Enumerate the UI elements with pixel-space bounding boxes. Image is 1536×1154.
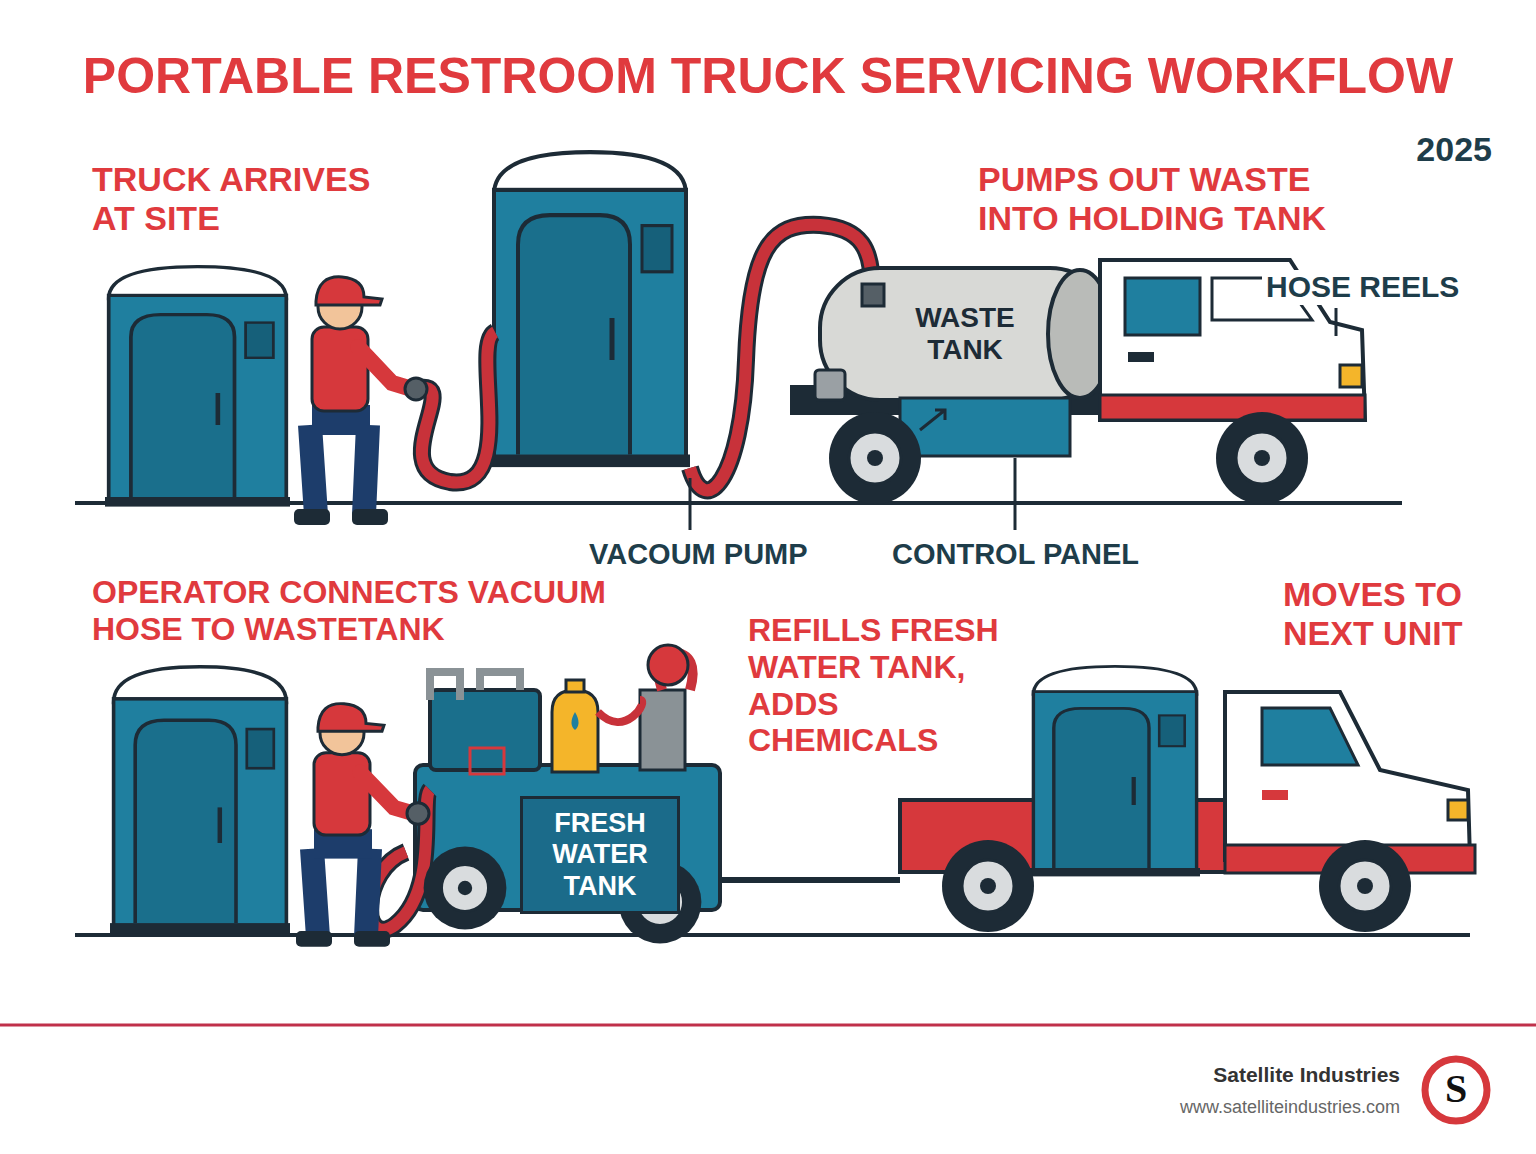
vacuum-truck (862, 284, 884, 306)
footer (0, 1025, 1536, 1121)
step-caption: MOVES TO NEXT UNIT (1283, 575, 1498, 653)
company-url: www.satelliteindustries.com (1050, 1097, 1400, 1118)
node-text: WASTE TANK (892, 302, 1038, 366)
part-label: CONTROL PANEL (888, 538, 1143, 571)
company-name: Satellite Industries (1050, 1063, 1400, 1087)
operator-figure (296, 704, 429, 947)
part-label: HOSE REELS (1262, 270, 1463, 305)
pickup-truck (1448, 800, 1468, 820)
vacuum-truck (920, 410, 945, 430)
pickup-truck (1262, 708, 1358, 765)
vacuum-truck (815, 370, 845, 400)
logo-letter: S (1431, 1066, 1481, 1112)
vacuum-truck (1216, 412, 1308, 504)
service-cart (572, 712, 579, 730)
vacuum-truck (1340, 365, 1362, 387)
pickup-truck (1225, 692, 1470, 860)
service-cart (430, 672, 520, 700)
vacuum-hose (412, 332, 495, 482)
water-tank-box: FRESH WATER TANK (520, 796, 680, 914)
portable-toilet (490, 152, 690, 467)
portable-toilet (110, 667, 290, 934)
vacuum-truck (1100, 395, 1365, 420)
leader-lines (1014, 458, 1017, 530)
tank-label-box: WASTE TANK (880, 289, 1050, 379)
node-text: FRESH WATER TANK (532, 808, 668, 901)
step-caption: REFILLS FRESH WATER TANK, ADDS CHEMICALS (748, 612, 1018, 759)
service-cart (648, 645, 688, 685)
diagram-title: PORTABLE RESTROOM TRUCK SERVICING WORKFL… (0, 48, 1536, 106)
portable-toilet (1030, 666, 1200, 876)
operator-figure (294, 277, 427, 525)
pickup-truck (1262, 790, 1288, 800)
pickup-truck (900, 666, 1475, 932)
step-caption: OPERATOR CONNECTS VACUUM HOSE TO WASTETA… (92, 574, 662, 648)
service-cart (424, 847, 507, 930)
leader-lines (689, 478, 692, 530)
vacuum-hose (412, 225, 872, 491)
service-cart (598, 700, 642, 722)
vacuum-truck (1125, 278, 1200, 335)
pickup-truck (942, 840, 1034, 932)
service-cart (640, 690, 685, 770)
service-cart (566, 680, 584, 692)
part-label: VACOUM PUMP (585, 538, 812, 571)
service-cart (470, 748, 504, 774)
service-cart (720, 877, 900, 883)
leader-lines (1335, 308, 1338, 336)
year-label: 2025 (1380, 130, 1492, 169)
pickup-truck (1319, 840, 1411, 932)
vacuum-truck (900, 398, 1070, 456)
vacuum-truck (829, 412, 921, 504)
service-cart (552, 690, 598, 772)
leader-lines (690, 308, 1336, 530)
portable-toilet (105, 267, 290, 507)
vacuum-truck (1128, 352, 1154, 362)
step-caption: PUMPS OUT WASTE INTO HOLDING TANK (978, 160, 1368, 238)
step-caption: TRUCK ARRIVES AT SITE (92, 160, 412, 238)
service-cart (430, 690, 540, 770)
footer (0, 1024, 1536, 1027)
footer (1425, 1059, 1487, 1121)
vacuum-hose (412, 332, 495, 482)
